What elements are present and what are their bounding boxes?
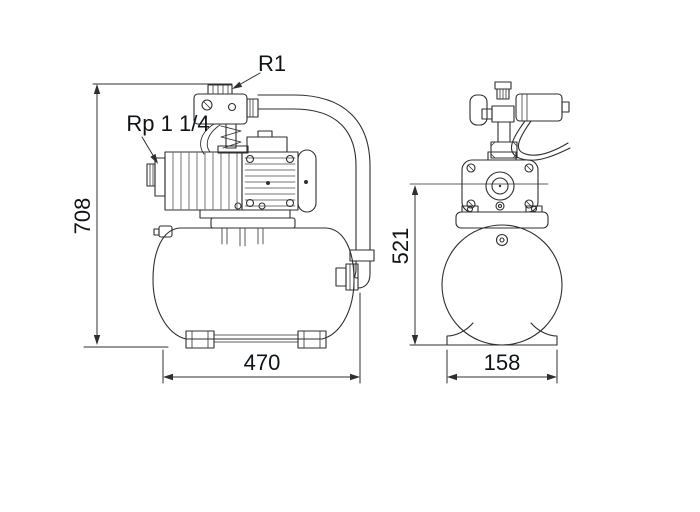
pump-port-boss bbox=[485, 171, 515, 201]
union-nut bbox=[490, 141, 518, 159]
suction-port-stub bbox=[146, 163, 156, 187]
flex-hose-side bbox=[257, 94, 375, 289]
dim-port-height-label: 521 bbox=[388, 227, 413, 265]
pump-saddle-side bbox=[210, 217, 296, 247]
dim-overall-height-label: 708 bbox=[70, 197, 95, 235]
r1-leader bbox=[238, 72, 261, 86]
front-view bbox=[441, 81, 571, 346]
motor-body bbox=[241, 151, 299, 211]
motor-end-cap bbox=[297, 149, 317, 213]
tank-front-screw bbox=[495, 233, 509, 247]
spring-connector bbox=[220, 125, 242, 149]
valve-knob bbox=[469, 94, 488, 126]
tank-side-port bbox=[335, 267, 347, 287]
tank-foot-left bbox=[185, 330, 215, 349]
switch-cable bbox=[510, 120, 571, 161]
dim-base-width-label: 158 bbox=[483, 350, 521, 375]
tank-foot-right bbox=[297, 330, 327, 349]
top-port-r1 bbox=[207, 84, 233, 95]
top-port-label: R1 bbox=[257, 51, 287, 76]
pump-front bbox=[461, 151, 539, 213]
tank-front-outline bbox=[441, 224, 563, 346]
pump-side bbox=[146, 130, 317, 219]
side-view bbox=[146, 84, 375, 349]
tank-side-outline bbox=[152, 225, 359, 349]
rp-leader bbox=[141, 136, 155, 158]
dimension-lines bbox=[83, 72, 558, 384]
motor-terminal-box bbox=[246, 136, 288, 153]
pressure-switch-side bbox=[193, 84, 259, 155]
piping-front bbox=[469, 81, 571, 161]
suction-port-label: Rp 1 1/4 bbox=[126, 111, 210, 136]
dim-overall-length-label: 470 bbox=[243, 350, 281, 375]
pressure-switch-front bbox=[515, 93, 563, 122]
drain-plug bbox=[495, 201, 505, 211]
pump-stage-casing bbox=[164, 151, 243, 211]
dimension-arrows bbox=[93, 81, 557, 381]
